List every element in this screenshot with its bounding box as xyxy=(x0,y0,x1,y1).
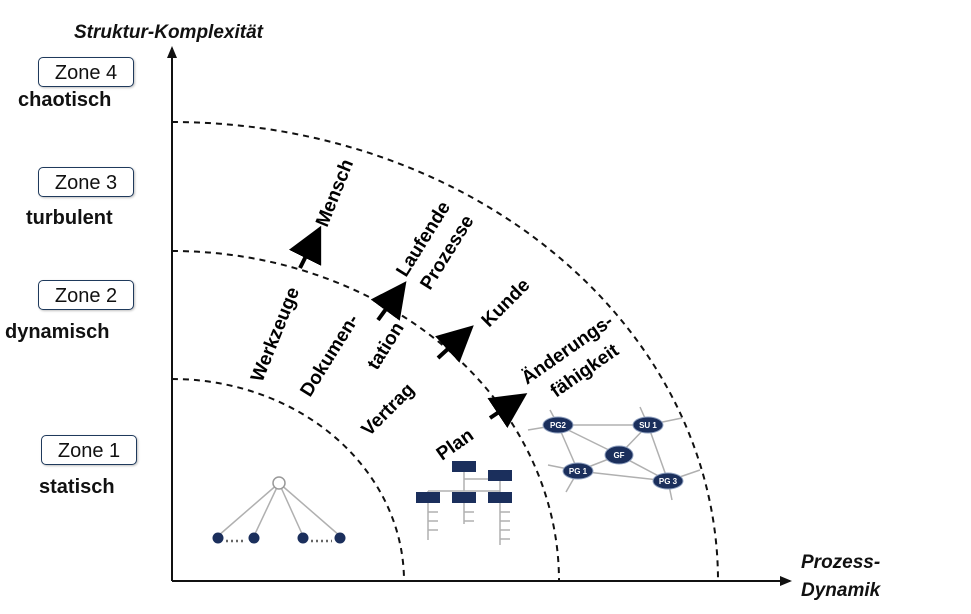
transition-dokumentation-label-2: tation xyxy=(363,319,408,374)
network-node-pg2: PG2 xyxy=(550,421,567,430)
arrow-vertrag-kunde xyxy=(435,325,474,363)
network-node-pg1: PG 1 xyxy=(569,467,588,476)
zone-4-box: Zone 4 xyxy=(38,57,134,87)
zone-boundary-1 xyxy=(171,378,405,582)
tree-hierarchy-icon xyxy=(212,476,346,544)
zone-1-box: Zone 1 xyxy=(41,435,137,465)
y-axis-title: Struktur-Komplexität xyxy=(74,22,263,43)
transition-kunde-label: Kunde xyxy=(478,275,535,332)
network-node-su1: SU 1 xyxy=(639,421,657,430)
x-axis-title-line2: Dynamik xyxy=(801,580,881,601)
zone-1-description: statisch xyxy=(39,476,115,498)
org-chart-icon xyxy=(416,461,512,545)
network-node-pg3: PG 3 xyxy=(659,477,678,486)
arrow-werkzeuge-mensch xyxy=(288,225,322,269)
zone-boundary-2 xyxy=(171,250,560,582)
zone-3-box: Zone 3 xyxy=(38,167,134,197)
network-node-gf: GF xyxy=(613,451,624,460)
transition-dokumentation-label-1: Dokumen- xyxy=(296,311,363,401)
transition-werkzeuge-label: Werkzeuge xyxy=(247,284,304,385)
arrow-plan-aenderung xyxy=(487,393,528,429)
zone-3-description: turbulent xyxy=(26,207,113,229)
transition-vertrag-label: Vertrag xyxy=(358,379,419,440)
transition-plan-label: Plan xyxy=(433,425,478,465)
zone-2-box: Zone 2 xyxy=(38,280,134,310)
arrow-dokumentation-prozesse xyxy=(370,281,407,322)
network-graph-icon: PG2 SU 1 GF PG 1 PG 3 xyxy=(527,406,701,501)
transition-mensch-label: Mensch xyxy=(312,156,358,229)
x-axis-title-line1: Prozess- xyxy=(801,552,881,573)
zone-2-description: dynamisch xyxy=(5,321,110,343)
zone-4-description: chaotisch xyxy=(18,89,112,111)
